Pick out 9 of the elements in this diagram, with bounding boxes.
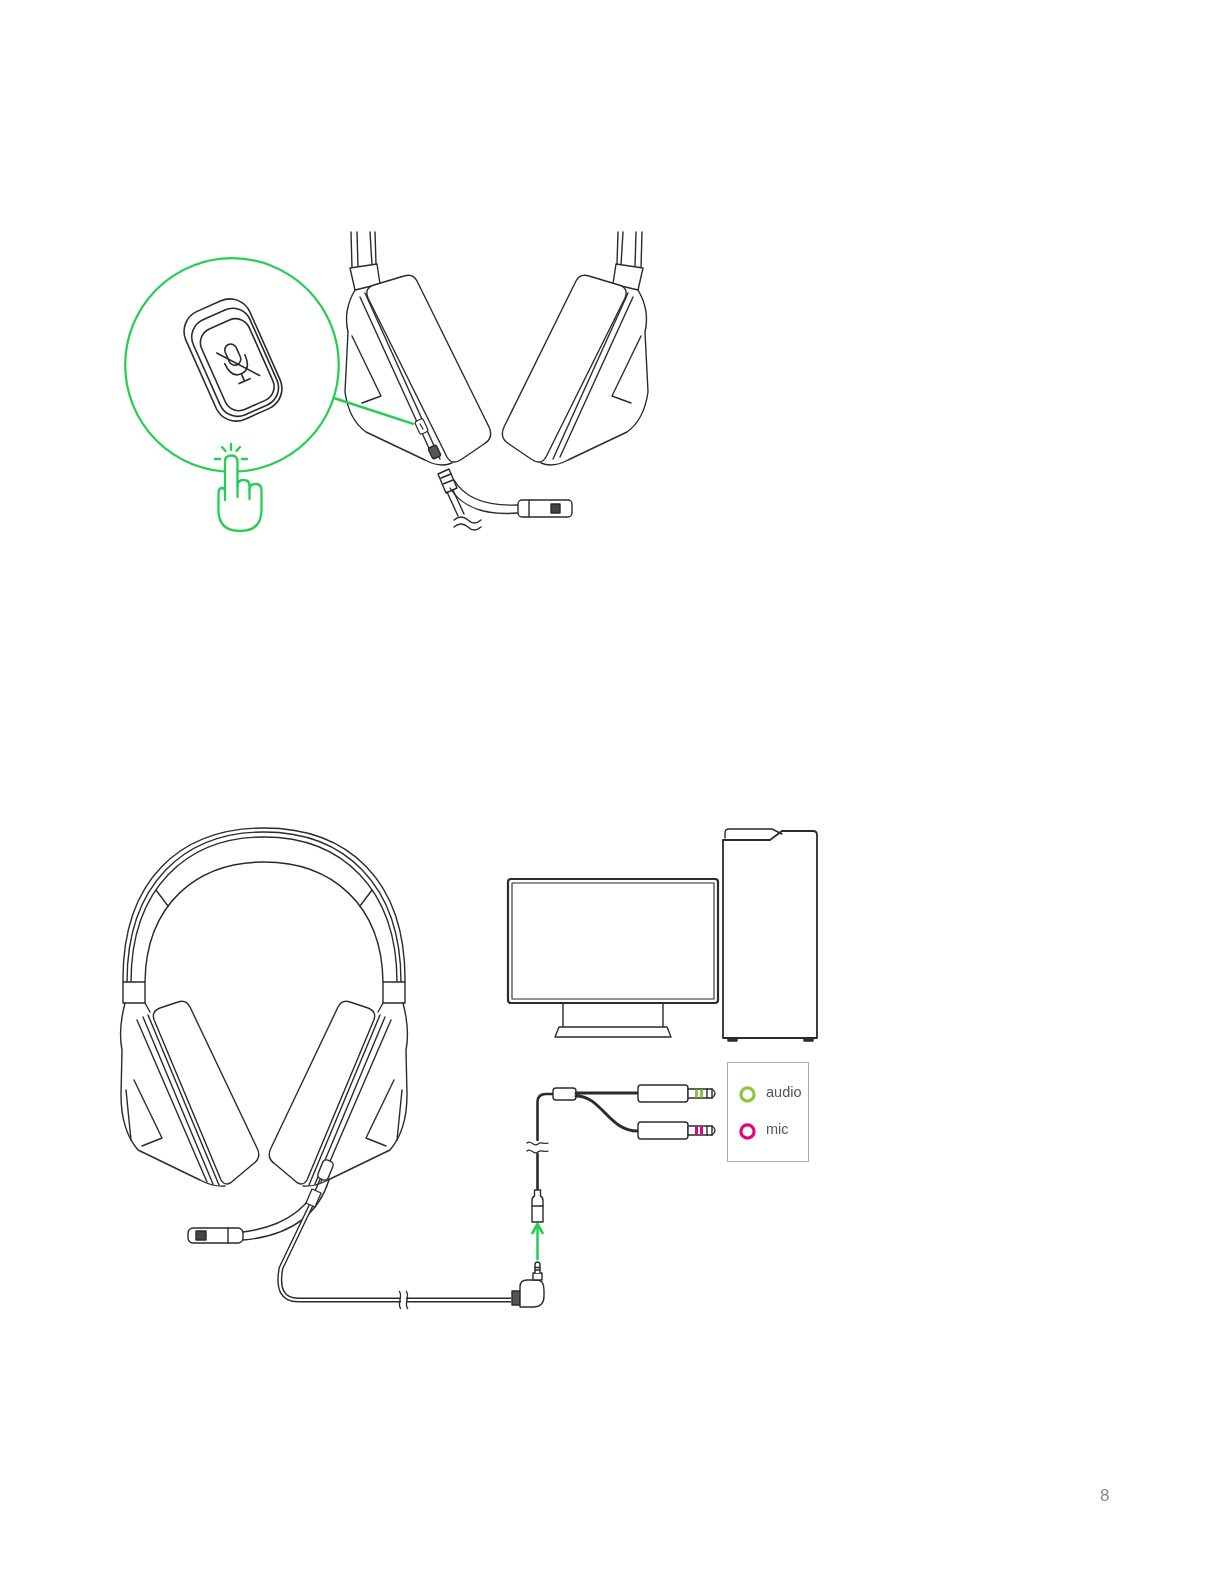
leader-line: [333, 396, 415, 426]
jack-socket: [530, 1188, 545, 1224]
magnifier-circle: [124, 257, 340, 473]
legend-label: mic: [766, 1122, 789, 1137]
page-number: 8: [1100, 1487, 1110, 1504]
mute-button: [414, 418, 429, 435]
jack-plug: [510, 1260, 546, 1310]
legend-label: audio: [766, 1085, 802, 1100]
arrow: [531, 1222, 544, 1260]
